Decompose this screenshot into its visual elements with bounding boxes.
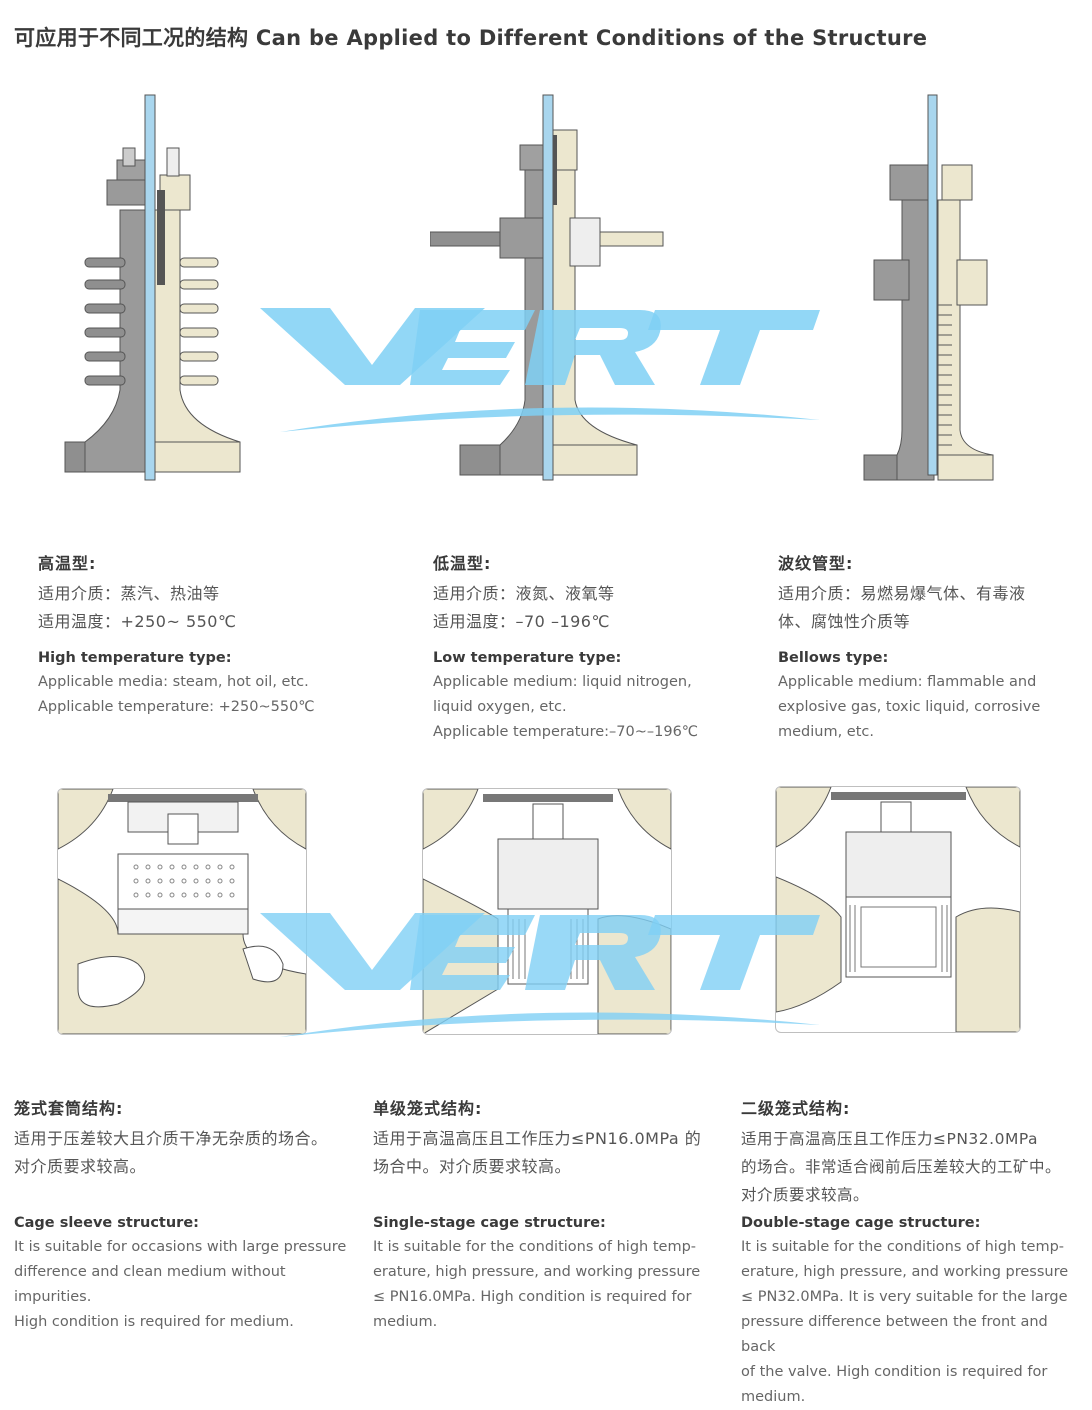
- item-line-en: liquid oxygen, etc.: [433, 699, 567, 715]
- item-line-en: pressure difference between the front an…: [741, 1314, 1048, 1355]
- item-title-en: Single-stage cage structure:: [373, 1215, 606, 1231]
- item-line-cn: 场合中。对介质要求较高。: [373, 1157, 572, 1176]
- item-line-en: It is suitable for the conditions of hig…: [741, 1239, 1065, 1255]
- item-line-cn: 对介质要求较高。: [741, 1186, 870, 1204]
- item-line-en: It is suitable for the conditions of hig…: [373, 1239, 697, 1255]
- cage-sleeve-illustration: [57, 788, 307, 1035]
- item-line-en: High condition is required for medium.: [14, 1314, 294, 1330]
- item-line-en: explosive gas, toxic liquid, corrosive: [778, 699, 1041, 715]
- item-title-cn: 高温型:: [38, 554, 97, 573]
- item-title-cn: 二级笼式结构:: [741, 1099, 851, 1118]
- item-line-cn: 适用温度：+250~ 550℃: [38, 612, 237, 631]
- item-line-en: Applicable medium: liquid nitrogen,: [433, 674, 692, 690]
- item-line-cn: 适用介质：易燃易爆气体、有毒液: [778, 584, 1026, 603]
- item-title-en: High temperature type:: [38, 650, 232, 666]
- item-line-cn: 对介质要求较高。: [14, 1157, 147, 1176]
- item-title-cn: 波纹管型:: [778, 554, 854, 573]
- item-line-en: ≤ PN16.0MPa. High condition is required …: [373, 1289, 692, 1305]
- item-line-en: medium.: [373, 1314, 438, 1330]
- bellows-text: 波纹管型: 适用介质：易燃易爆气体、有毒液 体、腐蚀性介质等 Bellows t…: [778, 550, 1078, 745]
- bellows-bonnet-illustration: [863, 94, 994, 481]
- item-title-cn: 低温型:: [433, 554, 492, 573]
- item-line-cn: 适用介质：蒸汽、热油等: [38, 584, 220, 603]
- item-line-cn: 适用温度：–70 –196℃: [433, 612, 610, 631]
- item-line-en: Applicable media: steam, hot oil, etc.: [38, 674, 309, 690]
- item-line-en: Applicable temperature:–70~–196℃: [433, 724, 699, 740]
- item-line-en: Applicable temperature: +250~550℃: [38, 699, 315, 715]
- item-line-cn: 适用介质：液氮、液氧等: [433, 584, 615, 603]
- item-title-en: Bellows type:: [778, 650, 889, 666]
- single-stage-cage-text: 单级笼式结构: 适用于高温高压且工作压力≤PN16.0MPa 的 场合中。对介质…: [373, 1095, 723, 1335]
- item-line-en: of the valve. High condition is required…: [741, 1364, 1048, 1380]
- item-line-en: Applicable medium: flammable and: [778, 674, 1037, 690]
- double-stage-cage-text: 二级笼式结构: 适用于高温高压且工作压力≤PN32.0MPa 的场合。非常适合阀…: [741, 1095, 1086, 1410]
- item-line-en: medium, etc.: [778, 724, 874, 740]
- high-temperature-text: 高温型: 适用介质：蒸汽、热油等 适用温度：+250~ 550℃ High te…: [38, 550, 398, 720]
- item-line-en: medium.: [741, 1389, 806, 1405]
- double-stage-cage-illustration: [775, 786, 1021, 1033]
- item-line-cn: 体、腐蚀性介质等: [778, 612, 911, 631]
- cage-sleeve-text: 笼式套筒结构: 适用于压差较大且介质干净无杂质的场合。 对介质要求较高。 Cag…: [14, 1095, 359, 1335]
- low-temperature-bonnet-illustration: [430, 94, 664, 481]
- item-line-cn: 适用于压差较大且介质干净无杂质的场合。: [14, 1129, 328, 1148]
- item-title-cn: 单级笼式结构:: [373, 1099, 483, 1118]
- item-title-cn: 笼式套筒结构:: [14, 1099, 124, 1118]
- item-line-en: difference and clean medium without impu…: [14, 1264, 286, 1305]
- item-title-en: Low temperature type:: [433, 650, 622, 666]
- item-line-cn: 适用于高温高压且工作压力≤PN32.0MPa: [741, 1130, 1038, 1148]
- item-line-cn: 的场合。非常适合阀前后压差较大的工矿中。: [741, 1158, 1062, 1176]
- item-title-en: Cage sleeve structure:: [14, 1215, 199, 1231]
- item-line-en: ≤ PN32.0MPa. It is very suitable for the…: [741, 1289, 1068, 1305]
- single-stage-cage-illustration: [422, 788, 672, 1035]
- page-title: 可应用于不同工况的结构 Can be Applied to Different …: [14, 26, 928, 50]
- item-line-en: It is suitable for occasions with large …: [14, 1239, 347, 1255]
- item-line-cn: 适用于高温高压且工作压力≤PN16.0MPa 的: [373, 1129, 702, 1148]
- item-title-en: Double-stage cage structure:: [741, 1215, 981, 1231]
- high-temperature-bonnet-illustration: [64, 94, 241, 481]
- item-line-en: erature, high pressure, and working pres…: [373, 1264, 701, 1280]
- low-temperature-text: 低温型: 适用介质：液氮、液氧等 适用温度：–70 –196℃ Low temp…: [433, 550, 753, 745]
- item-line-en: erature, high pressure, and working pres…: [741, 1264, 1069, 1280]
